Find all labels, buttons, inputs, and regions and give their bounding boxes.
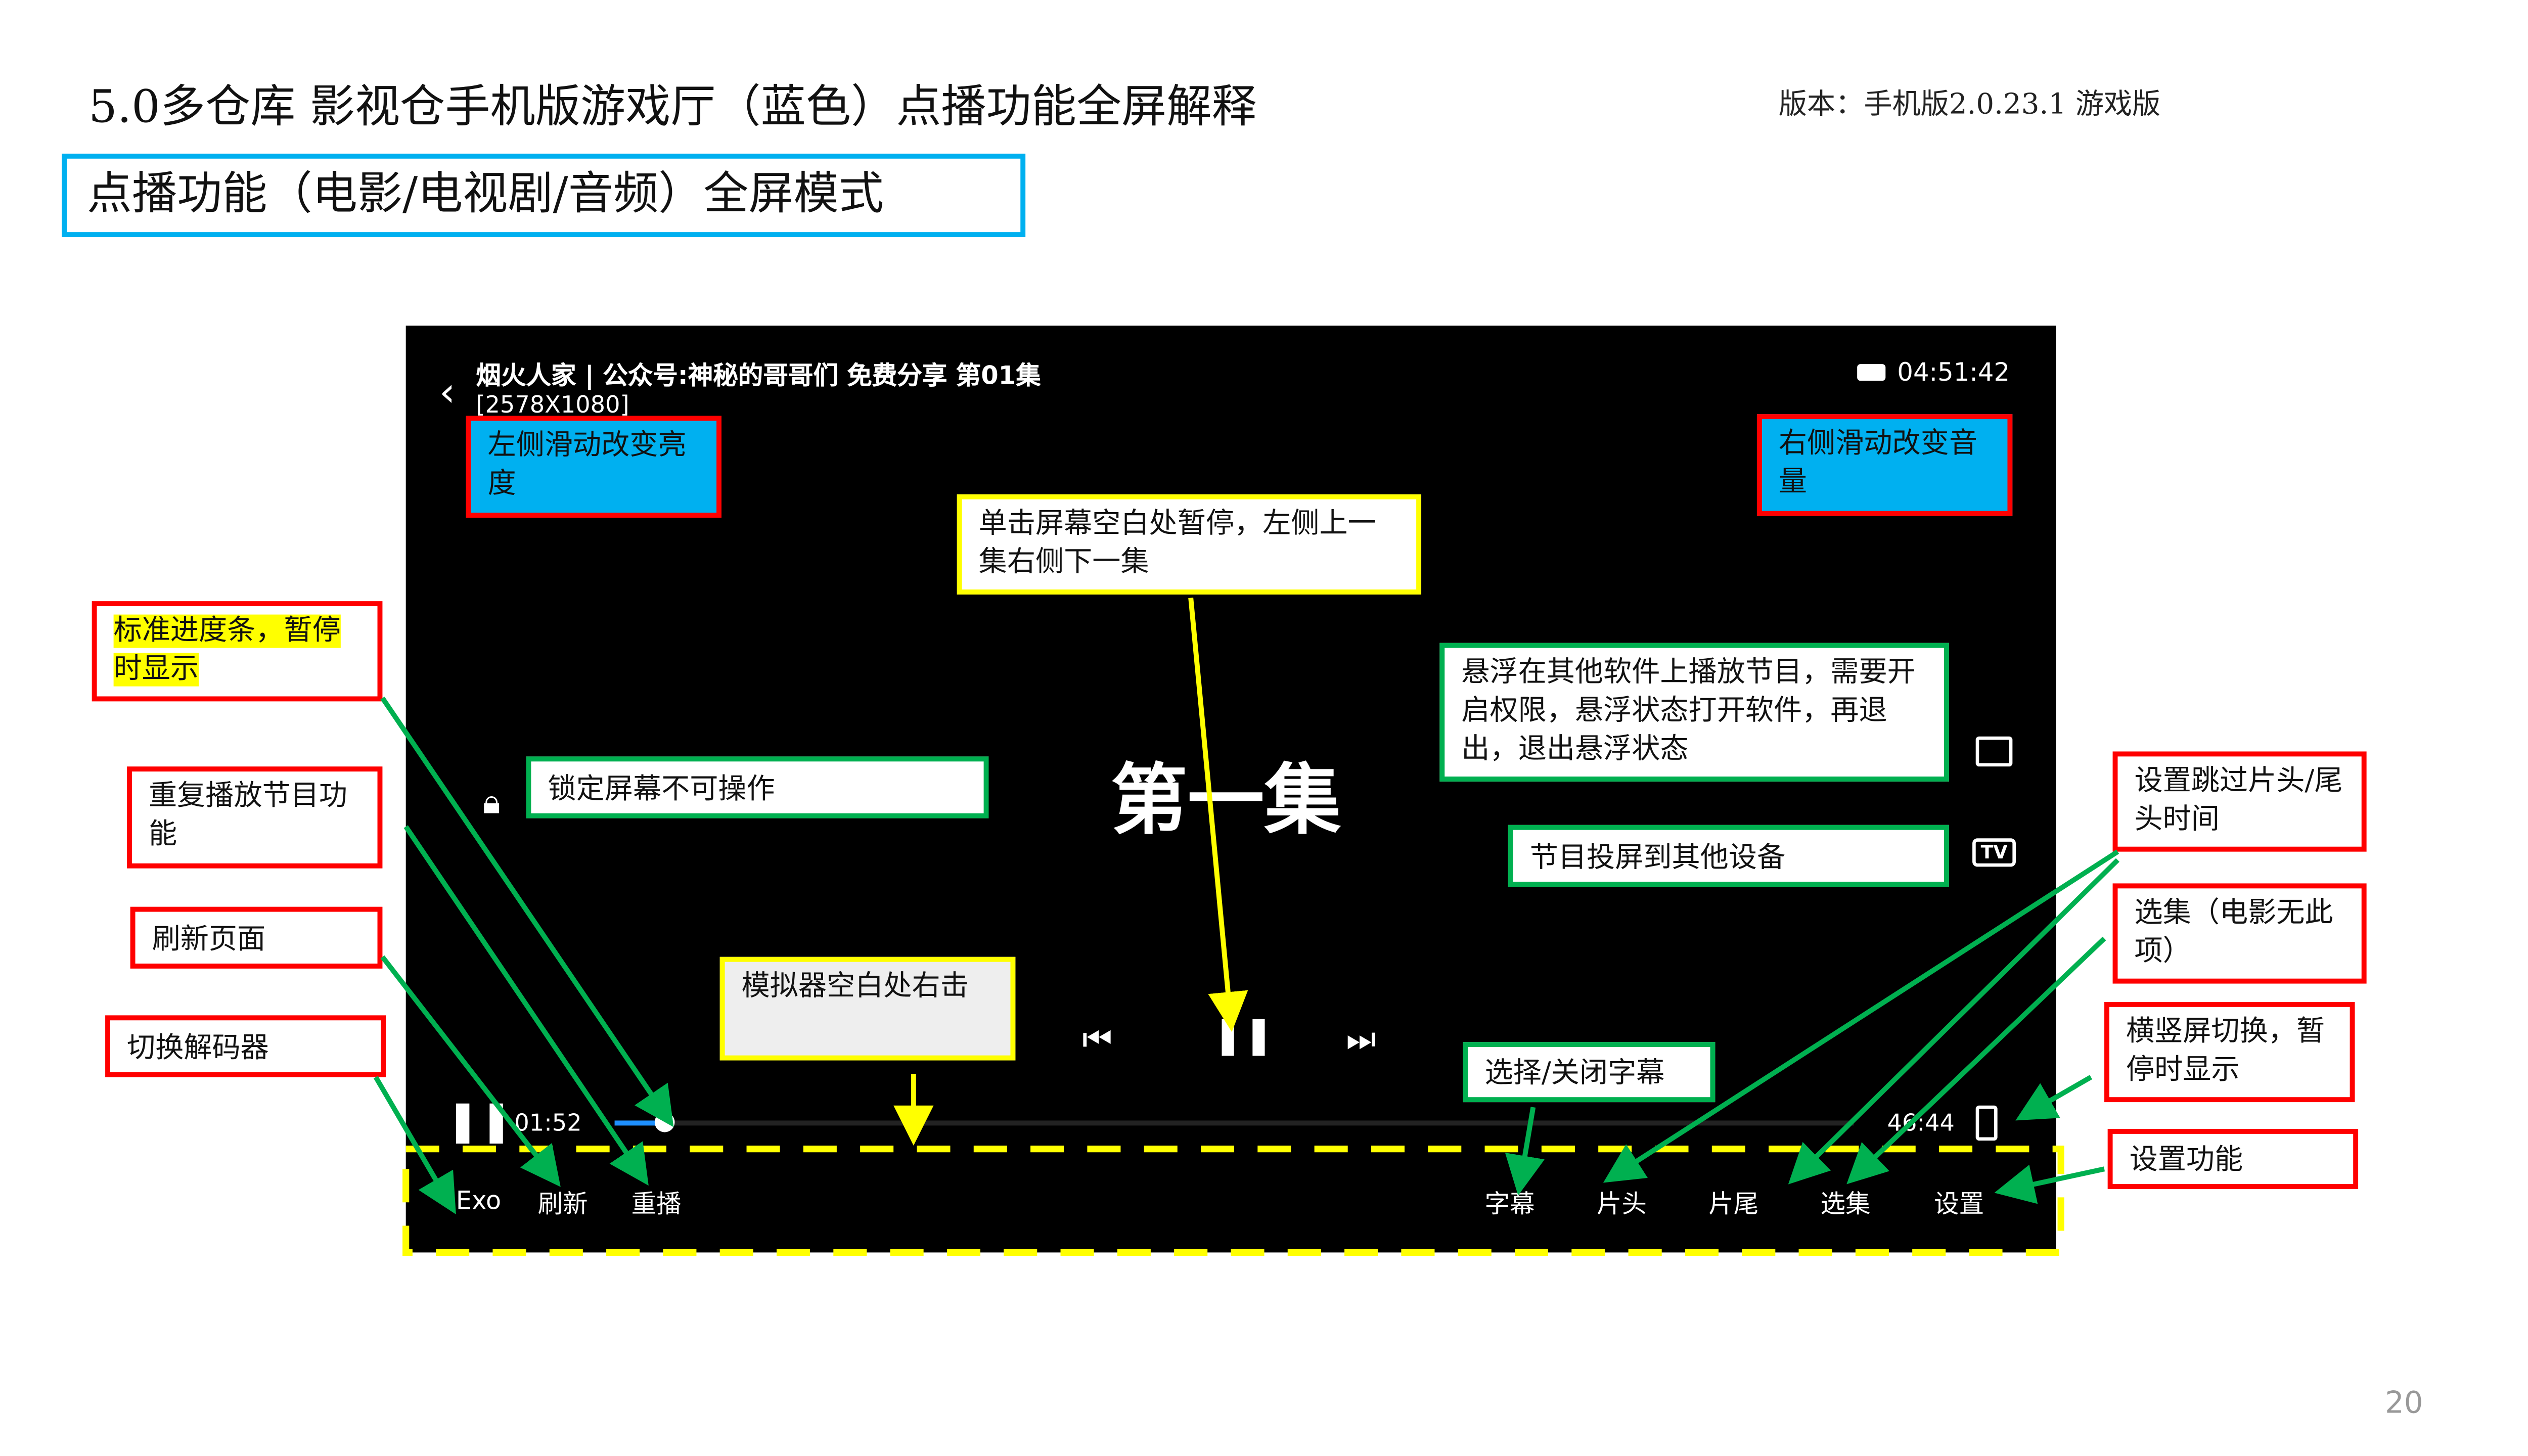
video-resolution: [2578X1080] — [476, 392, 629, 420]
note-tap-pause: 单击屏幕空白处暂停，左侧上一集右侧下一集 — [957, 494, 1422, 595]
skip-outro-button[interactable]: 片尾 — [1708, 1189, 1759, 1219]
lock-icon[interactable]: 🔒︎ — [482, 781, 501, 822]
note-episodes: 选集（电影无此项） — [2112, 883, 2367, 984]
note-floating: 悬浮在其他软件上播放节目，需要开启权限，悬浮状态打开软件，再退出，退出悬浮状态 — [1439, 643, 1949, 782]
back-icon[interactable]: ‹ — [439, 369, 456, 416]
note-volume: 右侧滑动改变音量 — [1756, 414, 2013, 516]
decoder-button[interactable]: Exo — [456, 1186, 502, 1216]
refresh-button[interactable]: 刷新 — [537, 1189, 588, 1219]
note-replay: 重复播放节目功能 — [127, 766, 383, 869]
note-brightness: 左侧滑动改变亮度 — [466, 416, 721, 518]
video-title: 烟火人家 | 公众号:神秘的哥哥们 免费分享 第01集 — [476, 360, 1041, 391]
note-emulator: 模拟器空白处右击 — [719, 957, 1016, 1061]
episodes-button[interactable]: 选集 — [1820, 1189, 1871, 1219]
current-time: 01:52 — [514, 1110, 582, 1138]
note-settings: 设置功能 — [2107, 1128, 2359, 1189]
bottom-pause-icon[interactable]: ❚❚ — [445, 1097, 513, 1144]
replay-button[interactable]: 重播 — [631, 1189, 682, 1219]
note-skip: 设置跳过片头/尾头时间 — [2112, 751, 2367, 852]
pause-icon[interactable]: ❚❚ — [1212, 1015, 1274, 1057]
previous-icon[interactable]: ⏮︎ — [1082, 1018, 1112, 1059]
cast-tv-icon[interactable]: TV — [1972, 838, 2016, 867]
subtitle-button[interactable]: 字幕 — [1484, 1189, 1535, 1219]
page-number: 20 — [2384, 1386, 2423, 1422]
settings-button[interactable]: 设置 — [1934, 1189, 1984, 1219]
progress-knob[interactable] — [654, 1112, 674, 1132]
note-lock: 锁定屏幕不可操作 — [526, 756, 989, 818]
pip-icon[interactable] — [1975, 736, 2013, 767]
rotate-screen-icon[interactable] — [1975, 1105, 1998, 1141]
note-cast: 节目投屏到其他设备 — [1508, 825, 1949, 887]
battery-icon — [1857, 364, 1886, 381]
next-icon[interactable]: ⏭︎ — [1346, 1018, 1376, 1059]
skip-intro-button[interactable]: 片头 — [1596, 1189, 1647, 1219]
page-title: 5.0多仓库 影视仓手机版游戏厅（蓝色）点播功能全屏解释 — [88, 81, 1257, 134]
mode-heading: 点播功能（电影/电视剧/音频）全屏模式 — [62, 153, 1026, 238]
note-decoder: 切换解码器 — [105, 1015, 386, 1077]
note-progress: 标准进度条，暂停时显示 — [92, 601, 383, 702]
note-refresh: 刷新页面 — [130, 906, 383, 969]
episode-overlay: 第一集 — [1110, 755, 1341, 845]
note-progress-text: 标准进度条，暂停时显示 — [113, 614, 341, 687]
version-label: 版本：手机版2.0.23.1 游戏版 — [1778, 88, 2161, 122]
clock: 04:51:42 — [1897, 357, 2010, 388]
progress-bar[interactable] — [614, 1112, 1854, 1132]
note-orientation: 横竖屏切换，暂停时显示 — [2104, 1002, 2355, 1103]
total-time: 46:44 — [1887, 1110, 1955, 1138]
note-subtitle: 选择/关闭字幕 — [1463, 1042, 1716, 1103]
